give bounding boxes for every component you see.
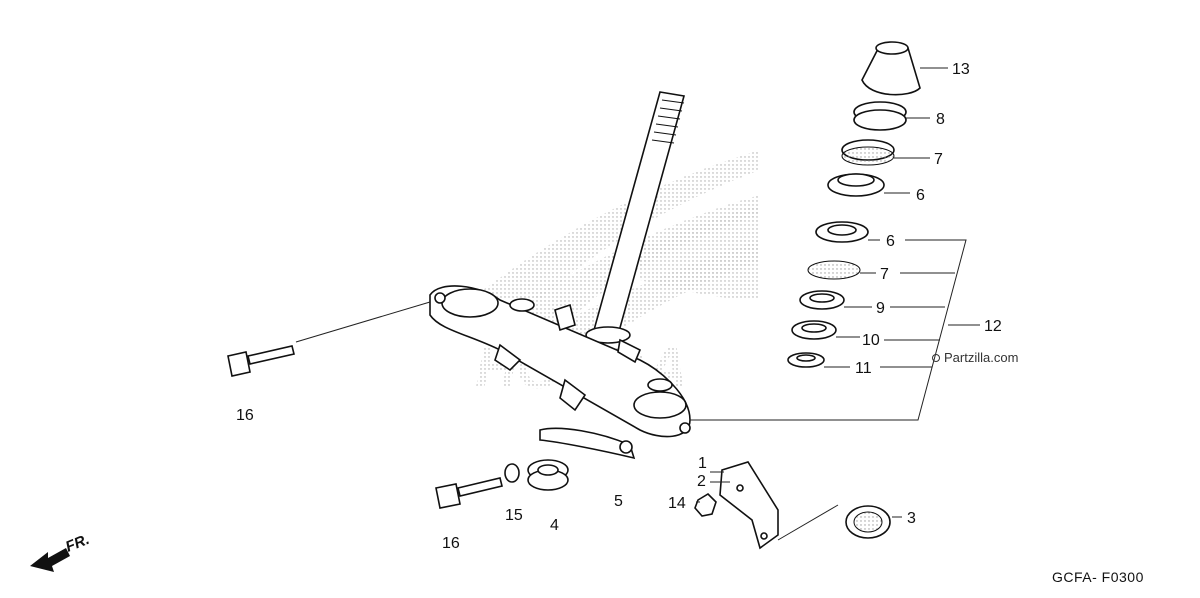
bolt-16-lower [435, 477, 503, 509]
callout-4: 4 [550, 517, 559, 534]
callout-16b: 16 [442, 535, 460, 552]
callout-12: 12 [984, 318, 1002, 335]
grommet-3 [845, 505, 891, 539]
steering-stem [585, 91, 686, 344]
callout-10: 10 [862, 332, 880, 349]
callout-14: 14 [668, 495, 686, 512]
front-arrow-label: FR. [63, 531, 92, 556]
washer-15 [504, 463, 520, 483]
callout-16a: 16 [236, 407, 254, 424]
callout-11: 11 [855, 360, 872, 377]
clamp-5 [539, 427, 636, 460]
callout-15: 15 [505, 507, 523, 524]
bolt-16-upper [227, 301, 431, 377]
nut-14 [694, 492, 717, 517]
grommet-4 [527, 459, 569, 491]
watermark-mark [932, 354, 940, 362]
callout-2: 2 [697, 473, 706, 490]
callout-13: 13 [952, 61, 970, 78]
callout-7b: 7 [880, 266, 889, 283]
bracket-1-2 [719, 461, 839, 550]
callout-6b: 6 [886, 233, 895, 250]
callout-7a: 7 [934, 151, 943, 168]
callout-8: 8 [936, 111, 945, 128]
callout-1: 1 [698, 455, 707, 472]
partzilla-watermark: Partzilla.com [944, 350, 1018, 365]
callout-9: 9 [876, 300, 885, 317]
bottom-bridge [429, 285, 691, 438]
lower-bearing-stack [787, 221, 869, 368]
leader-lines [690, 67, 980, 518]
callout-5: 5 [614, 493, 623, 510]
callout-6a: 6 [916, 187, 925, 204]
upper-bearing-stack [827, 41, 921, 197]
diagram-code: GCFA- F0300 [1052, 569, 1144, 585]
callout-3: 3 [907, 510, 916, 527]
front-arrow-icon: FR. [30, 531, 92, 572]
